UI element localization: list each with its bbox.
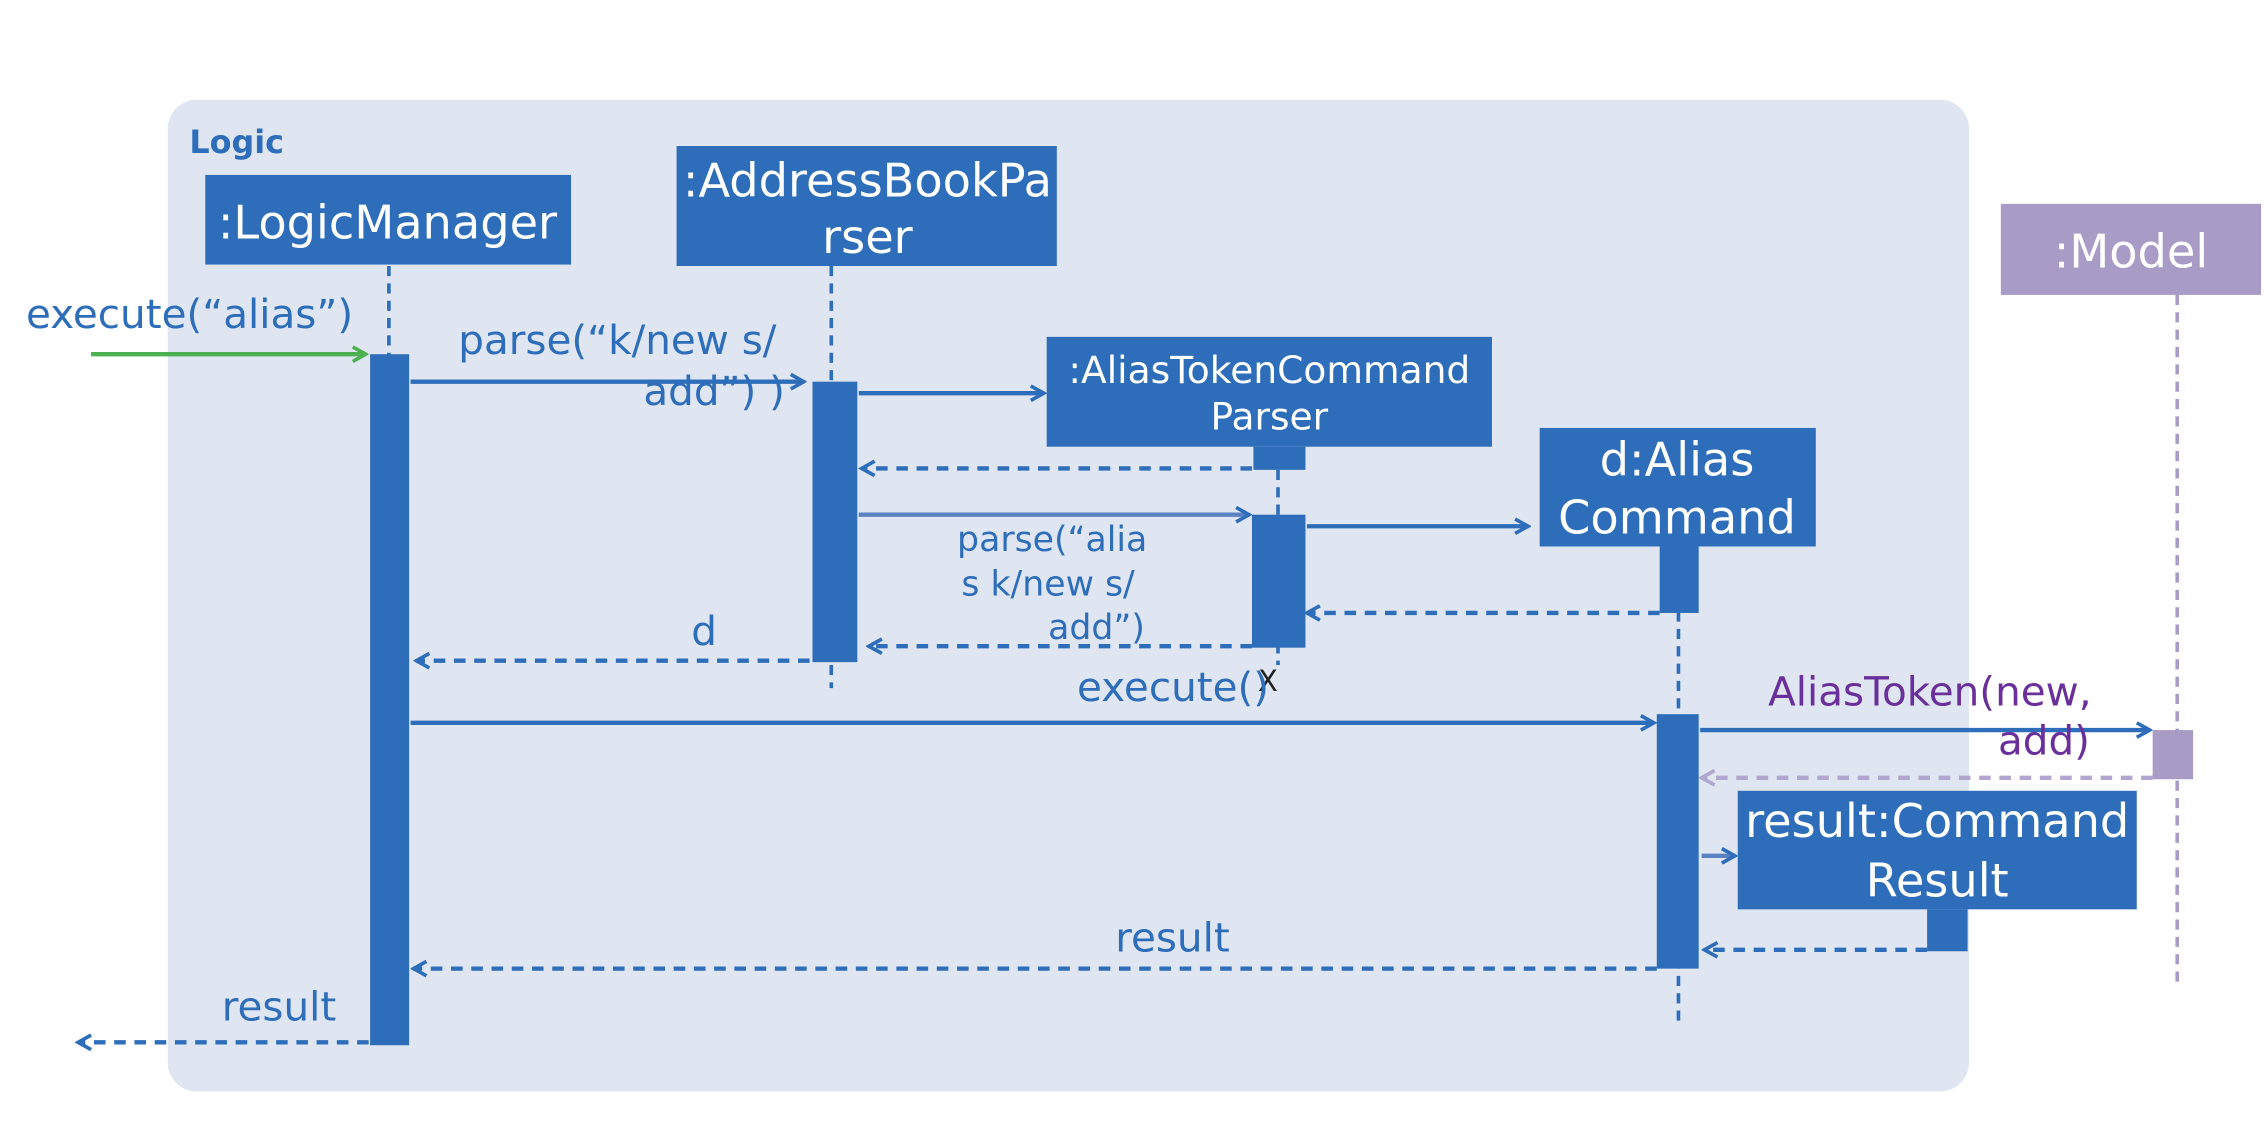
activation-alias-command xyxy=(1656,714,1699,969)
participant-alias-token-command-parser-line1: :AliasTokenCommand xyxy=(1068,348,1470,392)
participant-alias-command-line1: d:Alias xyxy=(1600,433,1755,487)
participant-alias-token-command-parser-line2: Parser xyxy=(1211,394,1329,438)
activation-alias-command-stub xyxy=(1659,546,1699,613)
activation-command-result-stub xyxy=(1927,909,1968,952)
message-parse-alias-label-line1: parse(“alia xyxy=(957,520,1147,560)
frame-label: Logic xyxy=(189,124,284,161)
activation-logic-manager xyxy=(370,354,410,1046)
participant-model xyxy=(2000,203,2262,295)
participant-command-result-line1: result:Command xyxy=(1745,794,2129,848)
logic-frame xyxy=(167,99,1970,1092)
activation-model xyxy=(2152,730,2194,780)
message-alias-token-label-line2: add) xyxy=(1998,717,2090,765)
participant-address-book-parser xyxy=(676,146,1057,267)
activation-alias-token-command-parser-stub xyxy=(1253,446,1306,470)
participant-model-label: :Model xyxy=(2054,224,2208,278)
participant-alias-command xyxy=(1539,427,1816,547)
message-alias-token-label-line1: AliasToken(new, xyxy=(1768,668,2092,716)
destroy-mark: X xyxy=(1258,664,1278,698)
return-result-inner-label: result xyxy=(1115,913,1230,961)
participant-address-book-parser-line2: rser xyxy=(822,210,914,264)
message-parse-label-line2: add”) ) xyxy=(643,367,785,415)
message-execute-alias-label: execute(“alias”) xyxy=(26,290,353,338)
return-result-outer-label: result xyxy=(222,983,337,1031)
participant-address-book-parser-line1: :AddressBookPa xyxy=(683,154,1052,208)
message-execute-label: execute() xyxy=(1077,663,1269,711)
participant-command-result xyxy=(1737,790,2137,910)
return-d-label: d xyxy=(691,607,717,655)
activation-address-book-parser xyxy=(812,381,858,663)
participant-alias-token-command-parser xyxy=(1046,336,1492,447)
message-parse-alias-label-line2: s k/new s/ xyxy=(961,565,1135,605)
message-parse-alias-label-line3: add”) xyxy=(1048,608,1145,648)
participant-command-result-line2: Result xyxy=(1866,853,2009,907)
participant-logic-manager xyxy=(205,174,572,265)
participant-logic-manager-label: :LogicManager xyxy=(218,196,558,250)
message-parse-label-line1: parse(“k/new s/ xyxy=(458,316,777,364)
activation-alias-token-command-parser xyxy=(1251,514,1306,648)
participant-alias-command-line2: Command xyxy=(1558,490,1796,544)
